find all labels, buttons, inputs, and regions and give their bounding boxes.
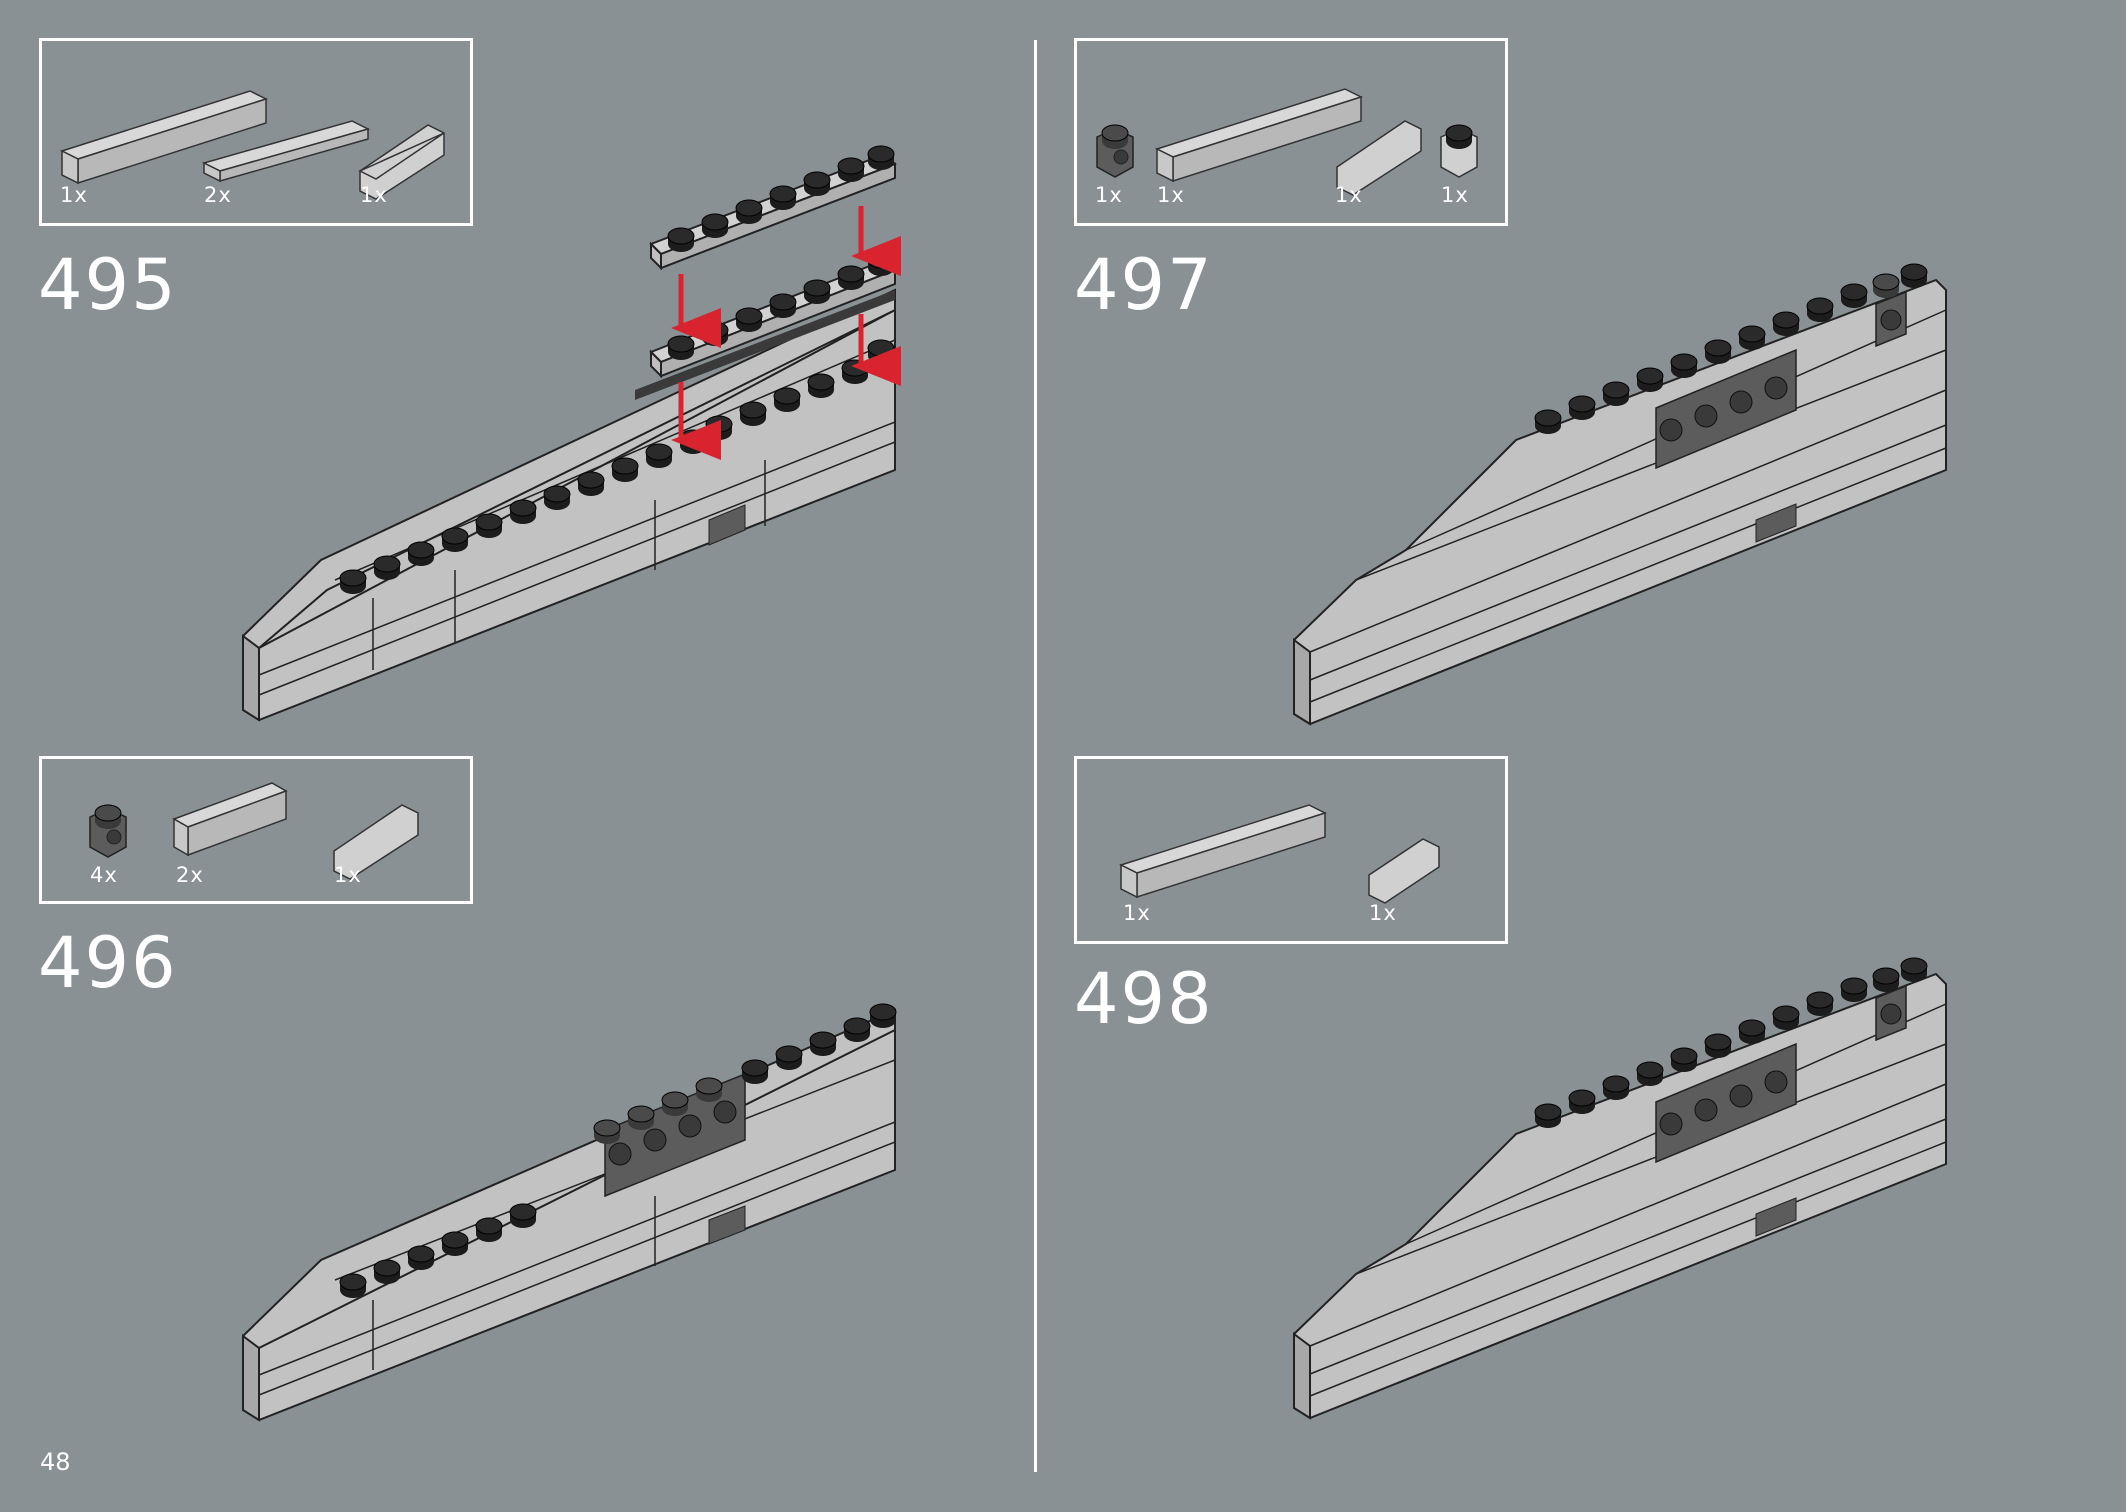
part-qty: 1x xyxy=(1095,183,1123,207)
headlight-brick-icon xyxy=(89,804,127,858)
step-number: 497 xyxy=(1074,244,1214,326)
part-qty: 1x xyxy=(1335,183,1363,207)
step-496-build-illustration xyxy=(242,1003,897,1422)
slope-1x2-icon xyxy=(1368,838,1440,904)
slope-1x3-icon xyxy=(358,124,445,200)
brick-1x4-icon xyxy=(172,782,288,857)
page-number: 48 xyxy=(40,1448,71,1476)
step-498-build-illustration xyxy=(1293,957,1947,1420)
brick-1x8-icon xyxy=(1155,88,1363,183)
step-number: 496 xyxy=(38,922,178,1004)
brick-1x1-icon xyxy=(1440,124,1478,178)
part-qty: 4x xyxy=(90,863,118,887)
slope-1x3-icon xyxy=(1336,120,1422,196)
part-qty: 2x xyxy=(176,863,204,887)
part-qty: 1x xyxy=(1441,183,1469,207)
step-number: 498 xyxy=(1074,958,1214,1040)
part-qty: 1x xyxy=(1123,901,1151,925)
step-number: 495 xyxy=(38,244,178,326)
parts-callout-step-495: 1x 2x 1x xyxy=(39,38,473,226)
part-qty: 2x xyxy=(204,183,232,207)
part-qty: 1x xyxy=(334,863,362,887)
step-497-build-illustration xyxy=(1293,263,1947,726)
part-qty: 1x xyxy=(360,183,388,207)
parts-callout-step-497: 1x 1x 1x 1x xyxy=(1074,38,1508,226)
brick-1x8-icon xyxy=(1119,804,1327,899)
page-divider xyxy=(1034,40,1037,1472)
step-495-build-illustration xyxy=(242,145,901,722)
parts-callout-step-498: 1x 1x xyxy=(1074,756,1508,944)
part-qty: 1x xyxy=(60,183,88,207)
brick-1x8-icon xyxy=(60,90,268,185)
parts-callout-step-496: 4x 2x 1x xyxy=(39,756,473,904)
part-qty: 1x xyxy=(1157,183,1185,207)
slope-1x3-icon xyxy=(333,804,419,880)
headlight-brick-icon xyxy=(1096,124,1134,178)
part-qty: 1x xyxy=(1369,901,1397,925)
plate-1x6-icon xyxy=(201,120,371,183)
